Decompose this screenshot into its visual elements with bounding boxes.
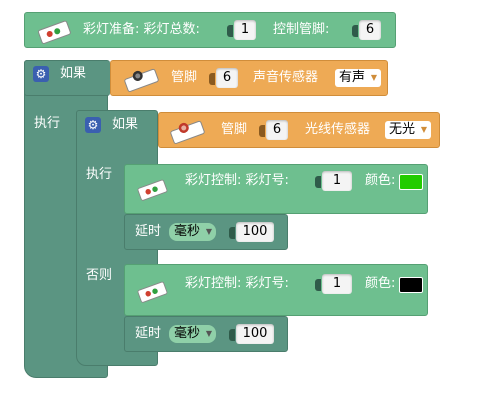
light-sensor-block[interactable]: 管脚 6 光线传感器 无光▼ xyxy=(158,112,440,148)
led-off-color-label: 颜色: xyxy=(365,276,396,291)
led-module-icon xyxy=(137,281,168,303)
delay2-unit-dropdown[interactable]: 毫秒▼ xyxy=(169,325,217,343)
led-off-color-swatch[interactable] xyxy=(399,277,423,293)
sound-sensor-icon xyxy=(124,68,159,92)
sound-state-dropdown[interactable]: 有声▼ xyxy=(335,69,382,87)
delay1-label: 延时 xyxy=(135,224,162,239)
sound-pin-label: 管脚 xyxy=(171,70,198,85)
led-on-label: 彩灯控制: 彩灯号: xyxy=(185,173,289,188)
led-control-block[interactable]: 彩灯控制: 彩灯号: 1 颜色: xyxy=(124,264,428,316)
led-on-color-label: 颜色: xyxy=(365,173,396,188)
inner-do-label: 执行 xyxy=(86,167,113,182)
light-pin-label: 管脚 xyxy=(221,122,248,137)
outer-if-keyword: 如果 xyxy=(60,66,87,81)
delay-block[interactable]: 延时 毫秒▼ 100 xyxy=(124,214,288,250)
sound-pin-field[interactable]: 6 xyxy=(216,68,238,88)
delay2-value-field[interactable]: 100 xyxy=(236,324,274,344)
sound-sensor-block[interactable]: 管脚 6 声音传感器 有声▼ xyxy=(110,60,388,96)
led-module-icon xyxy=(37,20,71,44)
led-count-field[interactable]: 1 xyxy=(234,20,256,40)
dropdown-arrow-icon: ▼ xyxy=(370,73,378,82)
led-off-index-field[interactable]: 1 xyxy=(322,274,352,294)
led-init-block[interactable]: 彩灯准备: 彩灯总数: 1 控制管脚: 6 xyxy=(24,12,396,48)
sound-sensor-label: 声音传感器 xyxy=(253,70,319,85)
gear-icon[interactable]: ⚙ xyxy=(85,117,101,133)
delay1-value-field[interactable]: 100 xyxy=(236,222,274,242)
led-on-index-field[interactable]: 1 xyxy=(322,171,352,191)
dropdown-arrow-icon: ▼ xyxy=(205,329,213,338)
delay-block[interactable]: 延时 毫秒▼ 100 xyxy=(124,316,288,352)
led-control-block[interactable]: 彩灯控制: 彩灯号: 1 颜色: xyxy=(124,164,428,214)
delay1-unit-dropdown[interactable]: 毫秒▼ xyxy=(169,223,217,241)
dropdown-arrow-icon: ▼ xyxy=(205,227,213,236)
light-pin-field[interactable]: 6 xyxy=(266,120,288,140)
pin-field[interactable]: 6 xyxy=(359,20,381,40)
light-sensor-label: 光线传感器 xyxy=(305,122,371,137)
led-on-color-swatch[interactable] xyxy=(399,174,423,190)
inner-else-label: 否则 xyxy=(86,268,113,283)
outer-do-label: 执行 xyxy=(34,116,61,131)
pin-label: 控制管脚: xyxy=(273,22,330,37)
dropdown-arrow-icon: ▼ xyxy=(420,125,428,134)
inner-if-keyword: 如果 xyxy=(112,117,139,132)
gear-icon[interactable]: ⚙ xyxy=(33,66,49,82)
led-module-icon xyxy=(137,179,168,201)
light-sensor-icon xyxy=(170,120,205,144)
led-off-label: 彩灯控制: 彩灯号: xyxy=(185,276,289,291)
light-state-dropdown[interactable]: 无光▼ xyxy=(385,121,432,139)
delay2-label: 延时 xyxy=(135,326,162,341)
init-label: 彩灯准备: 彩灯总数: xyxy=(83,22,200,37)
